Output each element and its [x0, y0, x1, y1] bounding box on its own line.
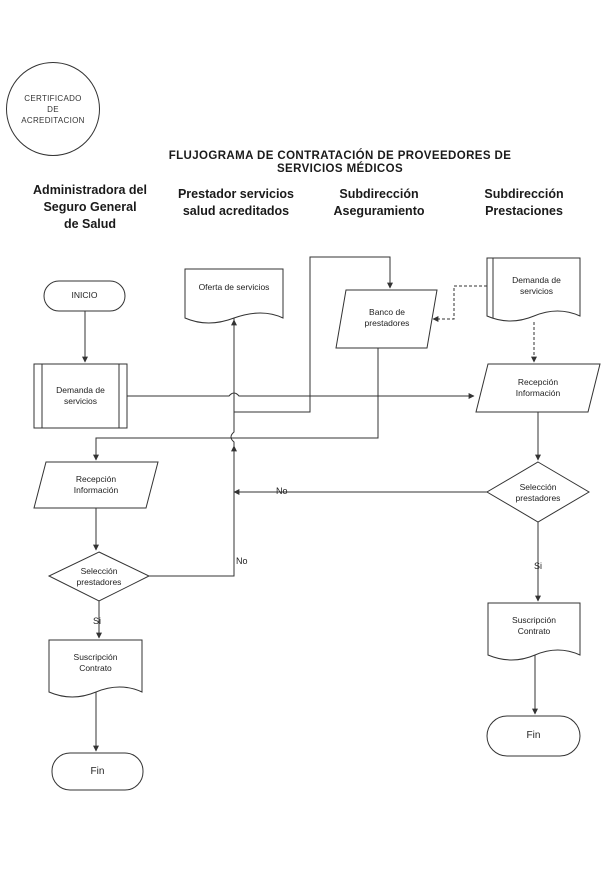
- demanda-prest-label: Demanda de servicios: [512, 275, 561, 296]
- recepcion-prest-label: Recepción Información: [515, 377, 561, 398]
- oferta-label: Oferta de servicios: [198, 282, 270, 292]
- demanda-admin-label: Demanda de servicios: [56, 385, 105, 406]
- no-label-prest: No: [276, 486, 288, 496]
- fin-prest-terminator: [486, 715, 581, 757]
- lane-header-administradora: Administradora del Seguro General de Sal…: [33, 183, 147, 231]
- oferta-doc: [184, 268, 284, 324]
- fin-admin-terminator: [51, 752, 144, 791]
- banco-label: Banco de prestadores: [364, 307, 410, 328]
- yes-label-prest: Si: [534, 561, 543, 571]
- accreditation-seal: CERTIFICADO DE ACREDITACION: [6, 62, 100, 156]
- demanda-prest-doc: [486, 257, 581, 322]
- recepcion-admin-label: Recepción Información: [73, 474, 119, 495]
- diagram-title: FLUJOGRAMA DE CONTRATACIÓN DE PROVEEDORE…: [168, 150, 512, 175]
- recepcion-admin-shape: [33, 461, 159, 509]
- seal-text: CERTIFICADO DE ACREDITACION: [21, 93, 85, 125]
- lane-header-prestaciones: Subdirección Prestaciones: [484, 187, 564, 218]
- banco-shape: [335, 289, 438, 349]
- lane-header-prestador: Prestador servicios salud acreditados: [177, 187, 295, 218]
- lane-header-aseguramiento: Subdirección Aseguramiento: [333, 187, 425, 218]
- recepcion-prest-shape: [475, 363, 601, 413]
- fin-admin-label: Fin: [90, 766, 105, 777]
- suscripcion-prest-label: Suscripción Contrato: [512, 615, 556, 636]
- suscripcion-admin-label: Suscripción Contrato: [73, 652, 118, 673]
- seleccion-admin-label: Selección prestadores: [76, 566, 122, 587]
- inicio-label: INICIO: [71, 290, 98, 300]
- fin-prest-label: Fin: [526, 730, 541, 741]
- suscripcion-prest-doc: [487, 602, 581, 661]
- no-label-admin: No: [236, 556, 248, 566]
- suscripcion-admin-doc: [48, 639, 143, 698]
- yes-label-admin: Si: [93, 616, 102, 626]
- seleccion-prest-label: Selección prestadores: [515, 482, 561, 503]
